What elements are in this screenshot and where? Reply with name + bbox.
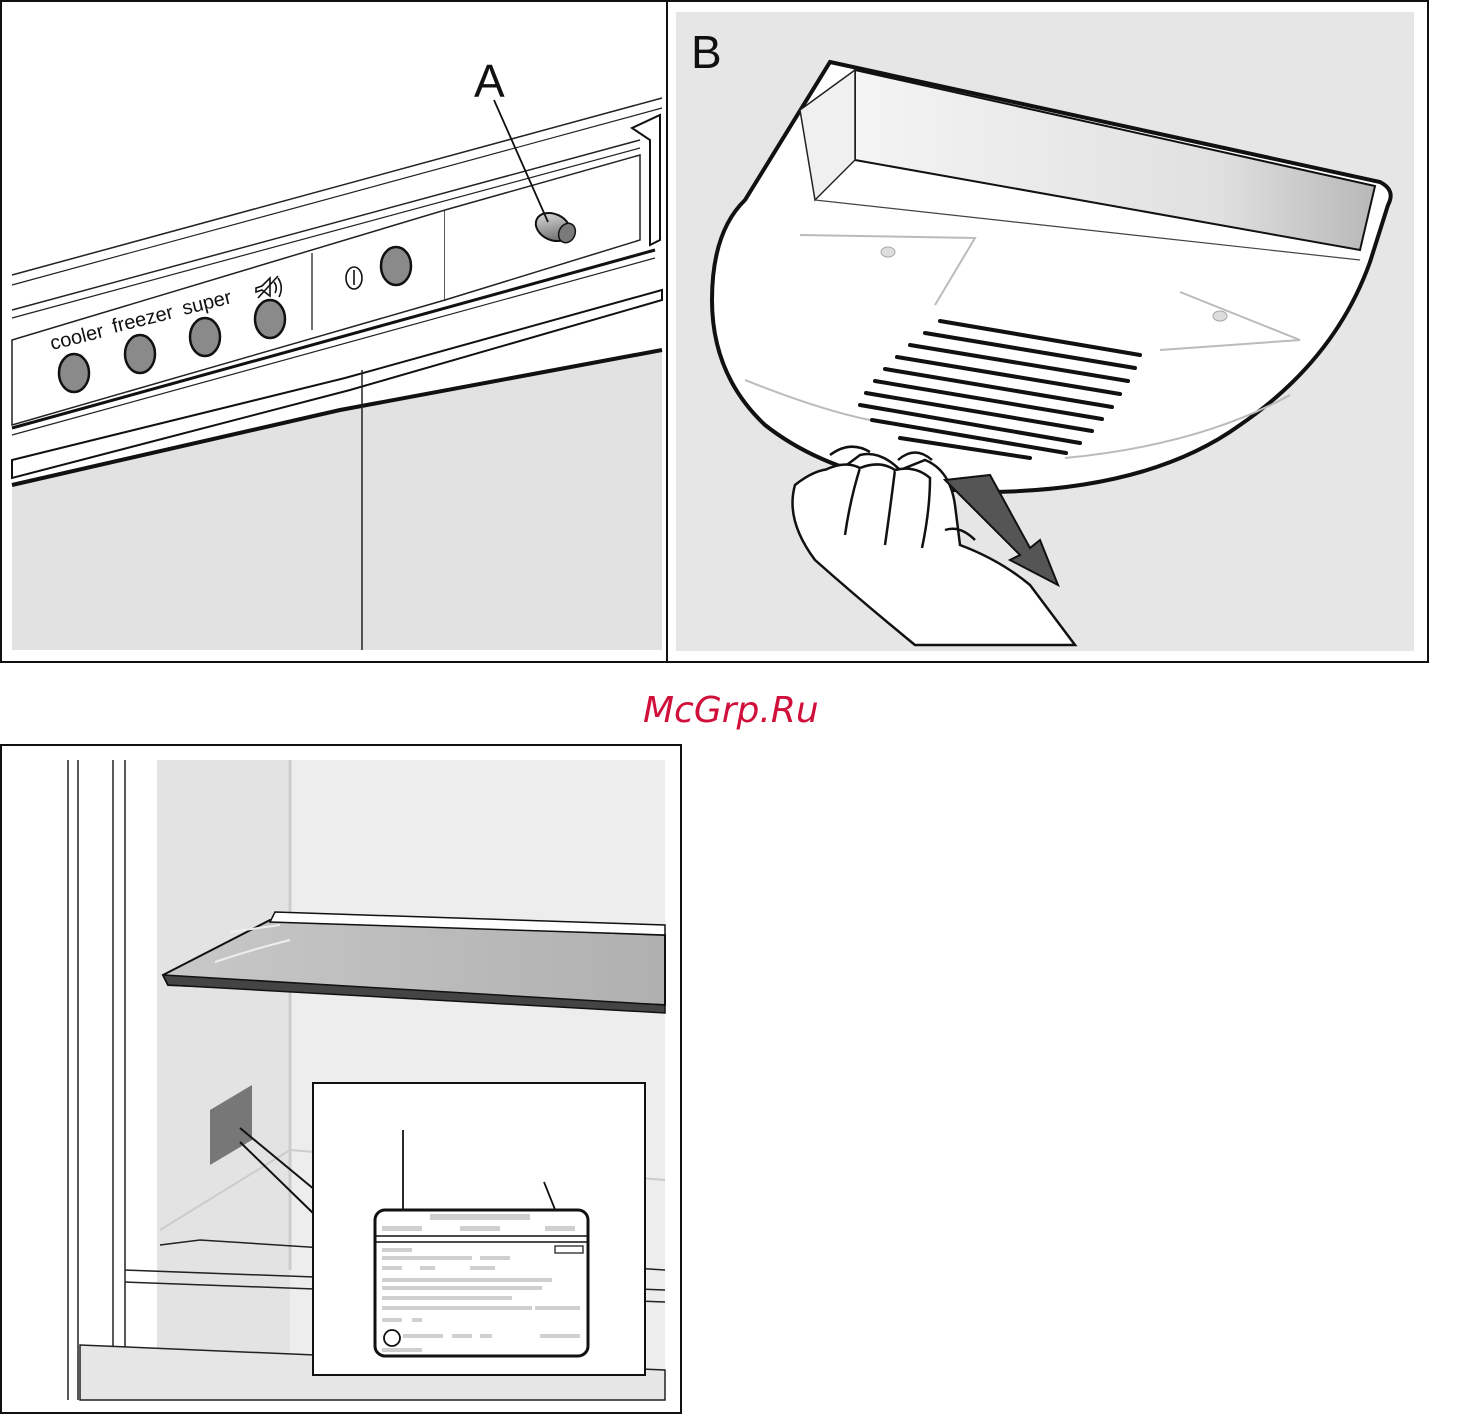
panel-a: cooler freezer super A bbox=[1, 1, 667, 662]
cooler-button[interactable] bbox=[59, 354, 89, 392]
panel-a-label: A bbox=[474, 55, 505, 107]
panel-c bbox=[1, 745, 681, 1413]
power-button[interactable] bbox=[381, 247, 411, 285]
freezer-button[interactable] bbox=[125, 335, 155, 373]
rating-plate-zoom bbox=[313, 1083, 645, 1375]
panel-b: B bbox=[667, 1, 1428, 662]
watermark-text: McGrp.Ru bbox=[643, 690, 819, 731]
super-button[interactable] bbox=[190, 318, 220, 356]
alarm-mute-button[interactable] bbox=[255, 300, 285, 338]
panel-b-label: B bbox=[691, 26, 722, 78]
